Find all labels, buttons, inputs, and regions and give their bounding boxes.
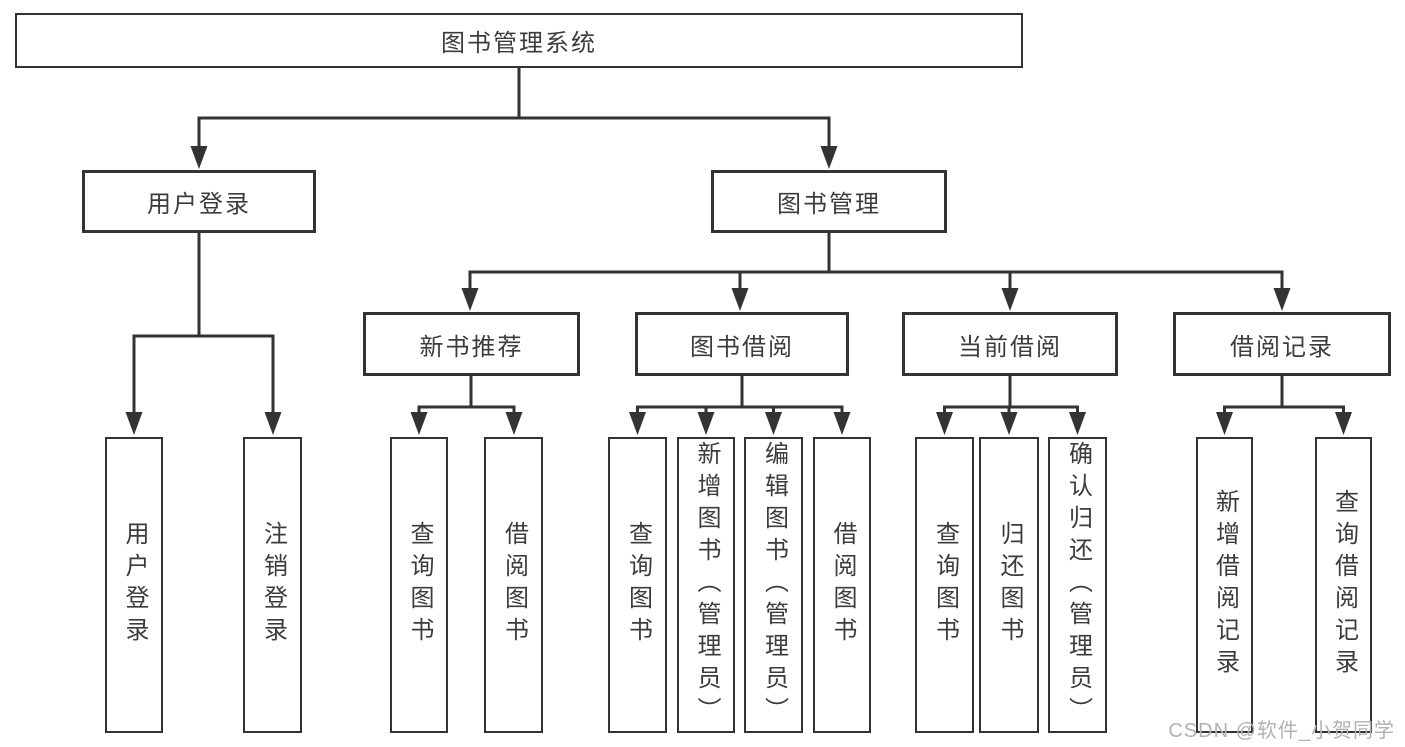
- arrow-down-icon: [1273, 288, 1291, 311]
- leaf-query-books-current: 查询图书: [915, 437, 974, 733]
- leaf-add-book-admin-label: 新增图书（管理员）: [693, 441, 720, 729]
- node-new-book-recommend-label: 新书推荐: [419, 333, 524, 361]
- leaf-query-books-recommend: 查询图书: [390, 437, 448, 733]
- connector-borrow-records: [1223, 374, 1345, 418]
- arrow-down-icon: [1000, 412, 1018, 435]
- arrow-down-icon: [461, 288, 479, 311]
- csdn-watermark: CSDN @软件_小贺同学: [1168, 720, 1395, 742]
- node-borrow-records: 借阅记录: [1173, 312, 1391, 376]
- arrow-down-icon: [125, 412, 143, 435]
- connector-root: [197, 66, 831, 152]
- leaf-return-book-label: 归还图书: [996, 521, 1023, 649]
- leaf-query-borrow-record: 查询借阅记录: [1315, 437, 1372, 733]
- arrow-down-icon: [765, 412, 782, 435]
- arrow-down-icon: [820, 146, 838, 169]
- leaf-logout-label: 注销登录: [259, 521, 287, 649]
- connector-book-borrow: [636, 374, 844, 418]
- leaf-edit-book-admin-label: 编辑图书（管理员）: [760, 441, 788, 729]
- leaf-query-books-borrow: 查询图书: [608, 437, 667, 733]
- node-current-borrow: 当前借阅: [902, 312, 1118, 376]
- connector-current-borrow: [943, 374, 1079, 418]
- leaf-borrow-books: 借阅图书: [813, 437, 871, 733]
- arrow-down-icon: [936, 412, 953, 435]
- arrow-down-icon: [833, 412, 851, 435]
- leaf-query-borrow-record-label: 查询借阅记录: [1330, 489, 1358, 681]
- node-user-login: 用户登录: [82, 170, 316, 233]
- arrow-down-icon: [697, 412, 715, 435]
- node-book-borrow: 图书借阅: [635, 312, 849, 376]
- leaf-borrow-books-recommend: 借阅图书: [484, 437, 543, 733]
- leaf-borrow-books-label: 借阅图书: [829, 521, 856, 649]
- node-current-borrow-label: 当前借阅: [958, 333, 1062, 361]
- leaf-user-login-label: 用户登录: [121, 521, 148, 649]
- leaf-query-books-current-label: 查询图书: [931, 521, 959, 649]
- arrow-down-icon: [1335, 412, 1352, 435]
- node-root: 图书管理系统: [15, 13, 1023, 68]
- arrow-down-icon: [1001, 288, 1019, 311]
- arrow-down-icon: [190, 146, 208, 169]
- node-book-management: 图书管理: [711, 170, 947, 233]
- leaf-query-books-recommend-label: 查询图书: [406, 521, 433, 649]
- leaf-confirm-return-admin: 确认归还（管理员）: [1048, 437, 1107, 733]
- node-user-login-label: 用户登录: [147, 191, 251, 218]
- leaf-add-book-admin: 新增图书（管理员）: [677, 437, 735, 733]
- leaf-confirm-return-admin-label: 确认归还（管理员）: [1064, 441, 1092, 729]
- node-book-management-label: 图书管理: [777, 191, 881, 218]
- connector-book-management: [468, 231, 1284, 294]
- leaf-user-login: 用户登录: [105, 437, 163, 733]
- arrow-down-icon: [1069, 412, 1086, 435]
- arrow-down-icon: [629, 412, 646, 435]
- leaf-query-books-borrow-label: 查询图书: [624, 521, 652, 649]
- leaf-add-borrow-record-label: 新增借阅记录: [1211, 489, 1239, 681]
- leaf-edit-book-admin: 编辑图书（管理员）: [744, 437, 803, 733]
- leaf-add-borrow-record: 新增借阅记录: [1196, 437, 1253, 733]
- arrow-down-icon: [264, 412, 282, 435]
- node-borrow-records-label: 借阅记录: [1230, 333, 1334, 361]
- leaf-borrow-books-recommend-label: 借阅图书: [500, 521, 528, 649]
- arrow-down-icon: [410, 412, 428, 435]
- arrow-down-icon: [505, 412, 523, 435]
- leaf-return-book: 归还图书: [979, 437, 1039, 733]
- leaf-logout: 注销登录: [243, 437, 302, 733]
- node-new-book-recommend: 新书推荐: [363, 312, 580, 376]
- connector-new-book: [417, 374, 516, 418]
- arrow-down-icon: [1216, 412, 1233, 435]
- connector-user-login: [132, 231, 275, 418]
- node-book-borrow-label: 图书借阅: [690, 333, 794, 361]
- arrow-down-icon: [731, 288, 749, 311]
- node-root-label: 图书管理系统: [441, 30, 597, 57]
